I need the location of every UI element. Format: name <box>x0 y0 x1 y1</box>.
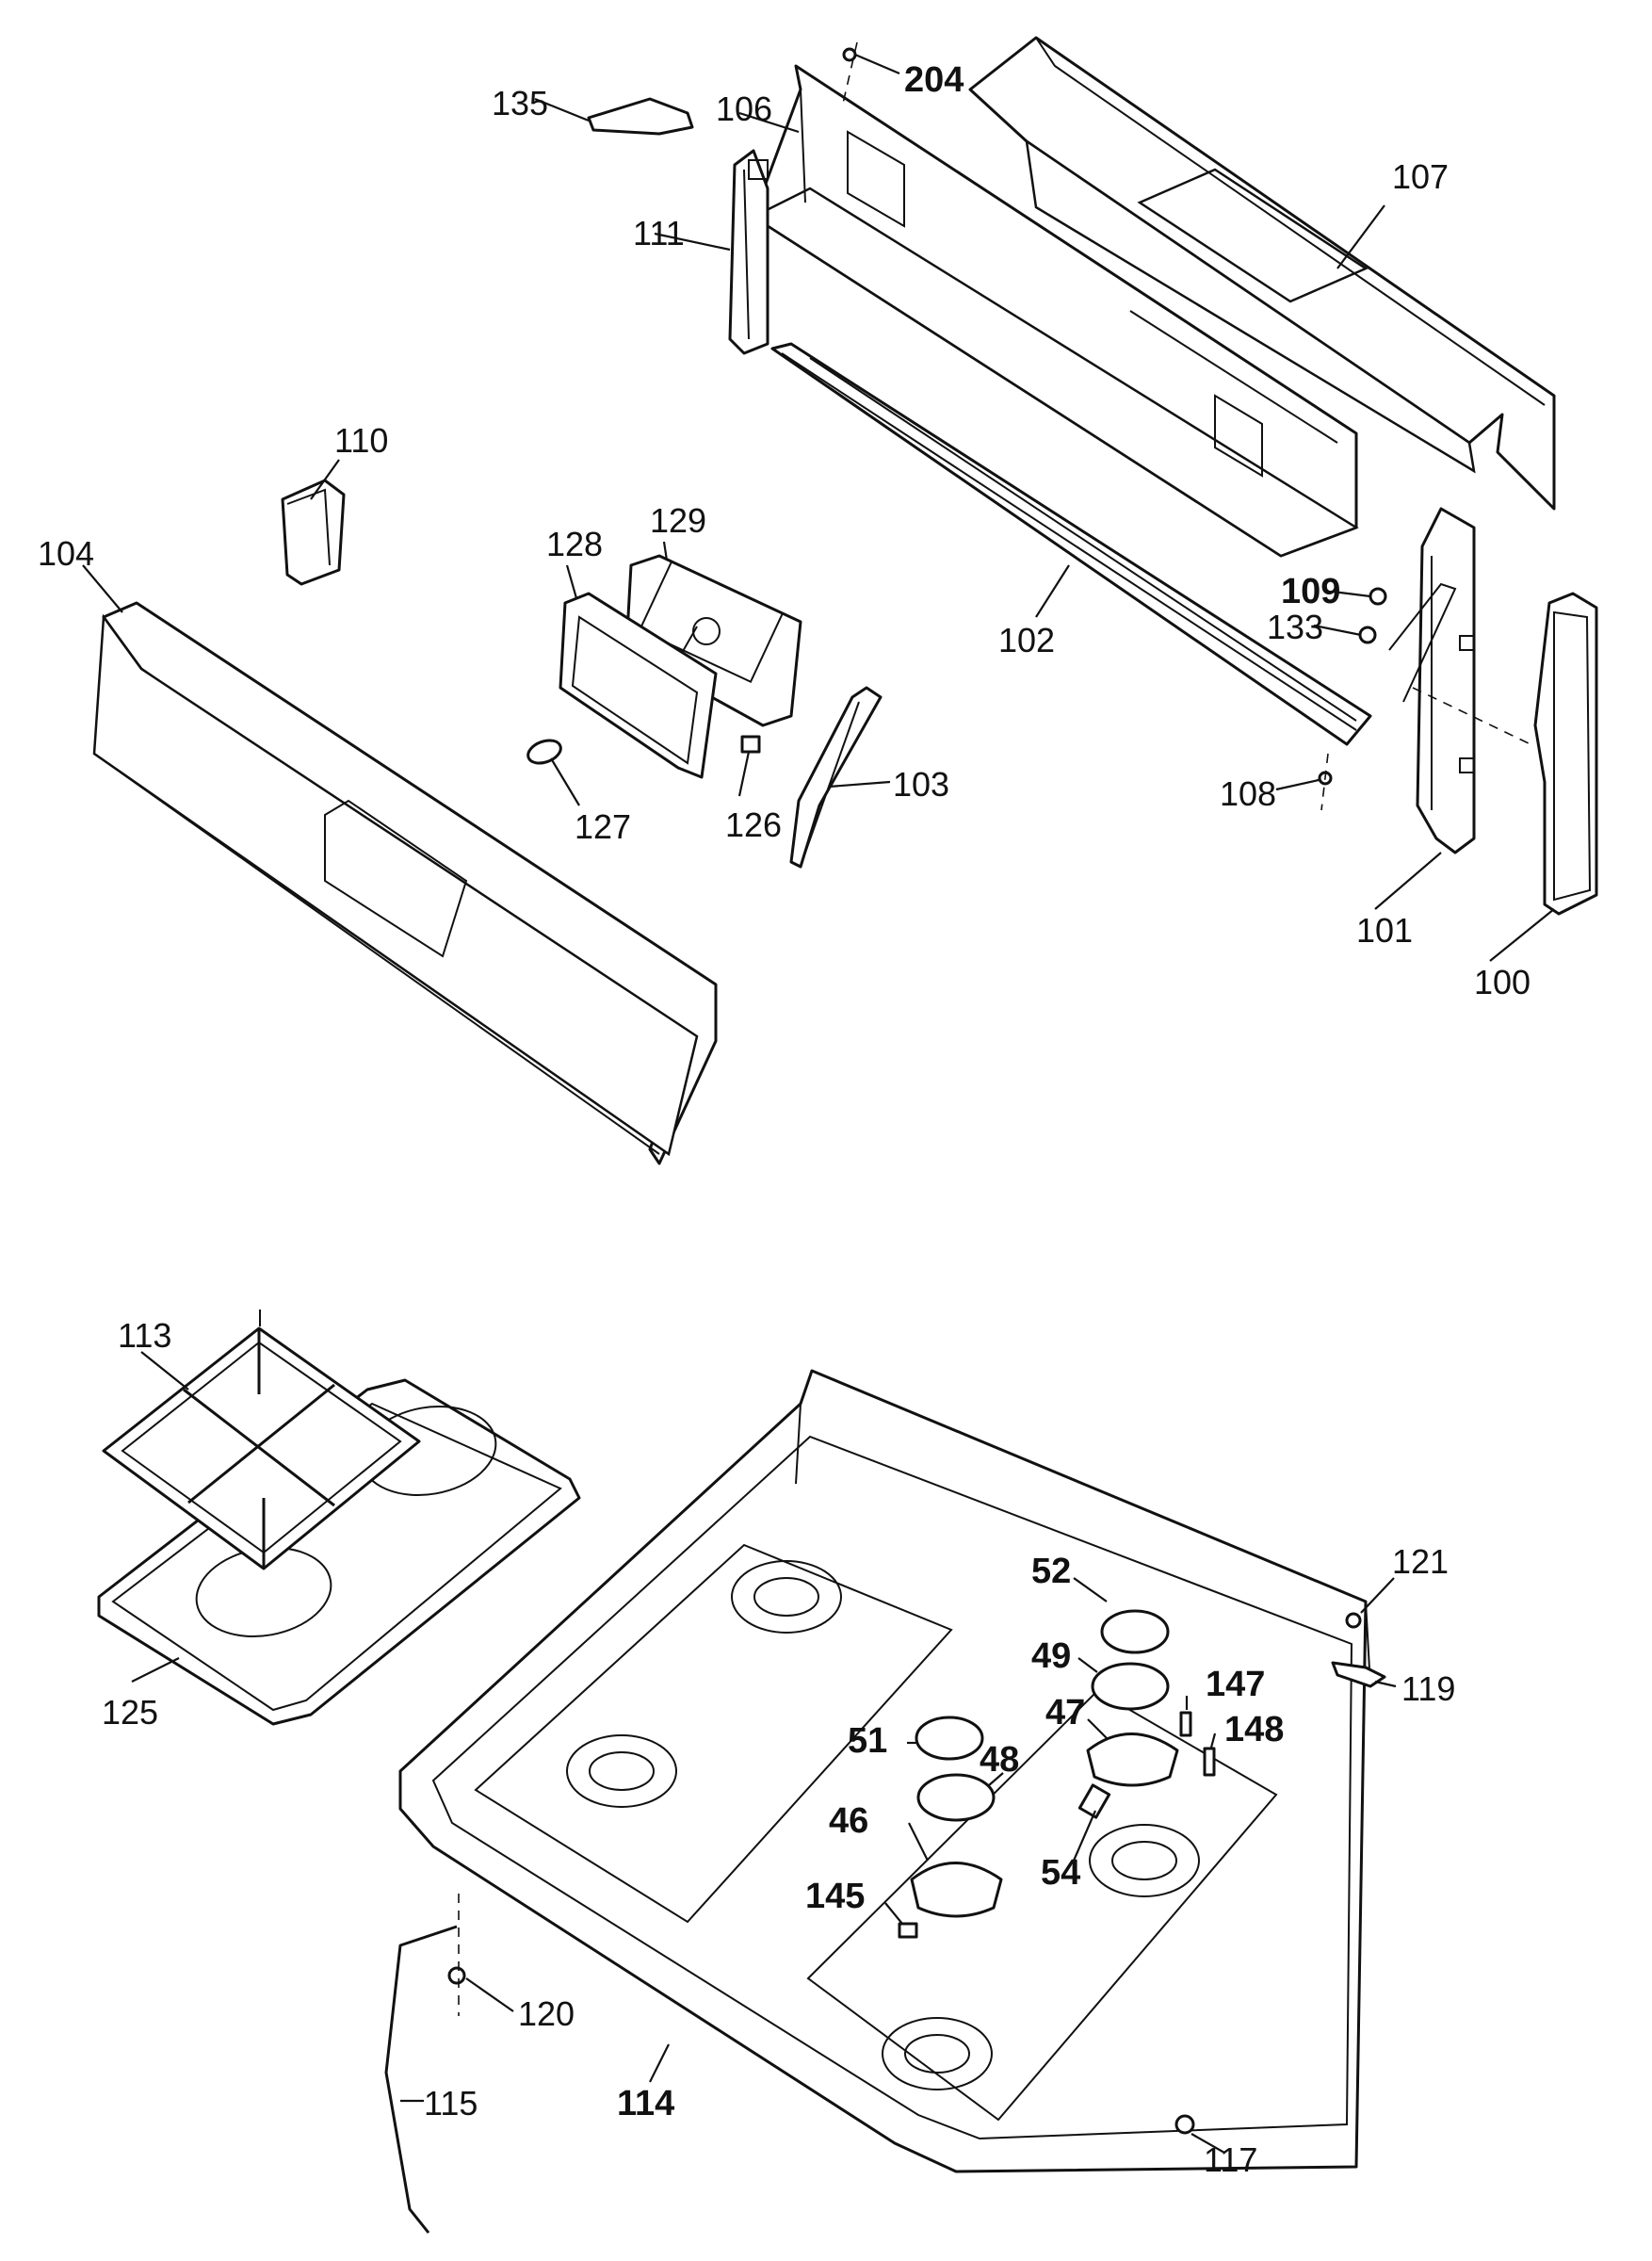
callout-106: 106 <box>716 89 772 128</box>
part-49-burner-head <box>1091 1662 1170 1711</box>
part-148-orifice <box>1203 1747 1216 1777</box>
part-54-valve <box>1077 1783 1111 1819</box>
part-117-grommet <box>1174 2114 1195 2135</box>
part-127-knob <box>526 739 562 765</box>
cooktop-assembly <box>97 1309 1386 2234</box>
part-103-side-rail <box>789 686 883 869</box>
part-107-rear-cover <box>968 36 1556 511</box>
callout-107: 107 <box>1392 157 1449 196</box>
callout-204: 204 <box>904 60 964 100</box>
callout-119: 119 <box>1401 1669 1455 1708</box>
callout-120: 120 <box>518 1994 575 2033</box>
callout-48: 48 <box>980 1740 1019 1780</box>
part-109-washer <box>1369 587 1387 606</box>
callout-121: 121 <box>1392 1542 1449 1581</box>
part-120-nut <box>447 1966 466 1985</box>
part-52-cap <box>1100 1609 1170 1654</box>
callout-104: 104 <box>38 534 94 573</box>
callout-103: 103 <box>893 765 949 804</box>
part-106-back-panel <box>751 64 1359 558</box>
part-133-washer <box>1358 626 1377 644</box>
callout-126: 126 <box>725 805 782 844</box>
callout-100: 100 <box>1474 963 1531 1001</box>
callout-49: 49 <box>1031 1636 1071 1676</box>
callout-129: 129 <box>650 501 706 540</box>
callout-102: 102 <box>998 621 1055 659</box>
part-147-orifice <box>1179 1711 1192 1737</box>
part-51-cap <box>915 1716 984 1761</box>
part-115-rod <box>384 1925 458 2234</box>
part-111-left-bracket <box>728 149 769 355</box>
callout-111: 111 <box>633 214 685 252</box>
callout-109: 109 <box>1281 572 1340 611</box>
callout-135: 135 <box>492 84 548 122</box>
callout-125: 125 <box>102 1693 158 1732</box>
part-114-cooktop <box>398 1369 1371 2173</box>
callout-47: 47 <box>1045 1693 1085 1732</box>
callout-117: 117 <box>1204 2140 1257 2179</box>
callout-128: 128 <box>546 525 603 563</box>
callout-148: 148 <box>1224 1710 1284 1749</box>
part-128-lens <box>559 592 718 779</box>
part-126-clip <box>740 735 761 754</box>
callout-127: 127 <box>575 807 631 846</box>
part-104-control-panel <box>92 601 718 1165</box>
part-135-clip <box>587 97 694 136</box>
leader-lines <box>82 53 1555 2154</box>
callout-115: 115 <box>424 2084 478 2123</box>
callout-52: 52 <box>1031 1552 1071 1591</box>
callout-46: 46 <box>829 1801 868 1841</box>
part-100-end-cap <box>1533 592 1598 916</box>
callout-147: 147 <box>1206 1665 1265 1704</box>
part-113-grate <box>102 1309 421 1570</box>
part-204-screw <box>842 41 858 105</box>
part-47-burner-base <box>1086 1732 1179 1787</box>
callout-110: 110 <box>334 421 388 460</box>
part-108-screw <box>1318 753 1333 811</box>
callout-133: 133 <box>1267 608 1323 646</box>
callout-108: 108 <box>1220 774 1276 813</box>
part-101-end-bracket <box>1388 507 1531 854</box>
part-102-trim <box>770 342 1372 746</box>
callout-101: 101 <box>1356 911 1413 950</box>
callout-51: 51 <box>848 1721 887 1761</box>
part-145-clip <box>898 1922 918 1939</box>
part-46-burner-base <box>910 1862 1003 1918</box>
callout-114: 114 <box>617 2084 674 2123</box>
part-121-screw <box>1345 1612 1362 1629</box>
part-48-burner-head <box>916 1773 996 1822</box>
callout-54: 54 <box>1041 1853 1080 1893</box>
burner-parts <box>898 1609 1216 1939</box>
callout-113: 113 <box>118 1316 171 1355</box>
callout-145: 145 <box>805 1877 865 1916</box>
backguard-assembly <box>92 36 1598 1165</box>
